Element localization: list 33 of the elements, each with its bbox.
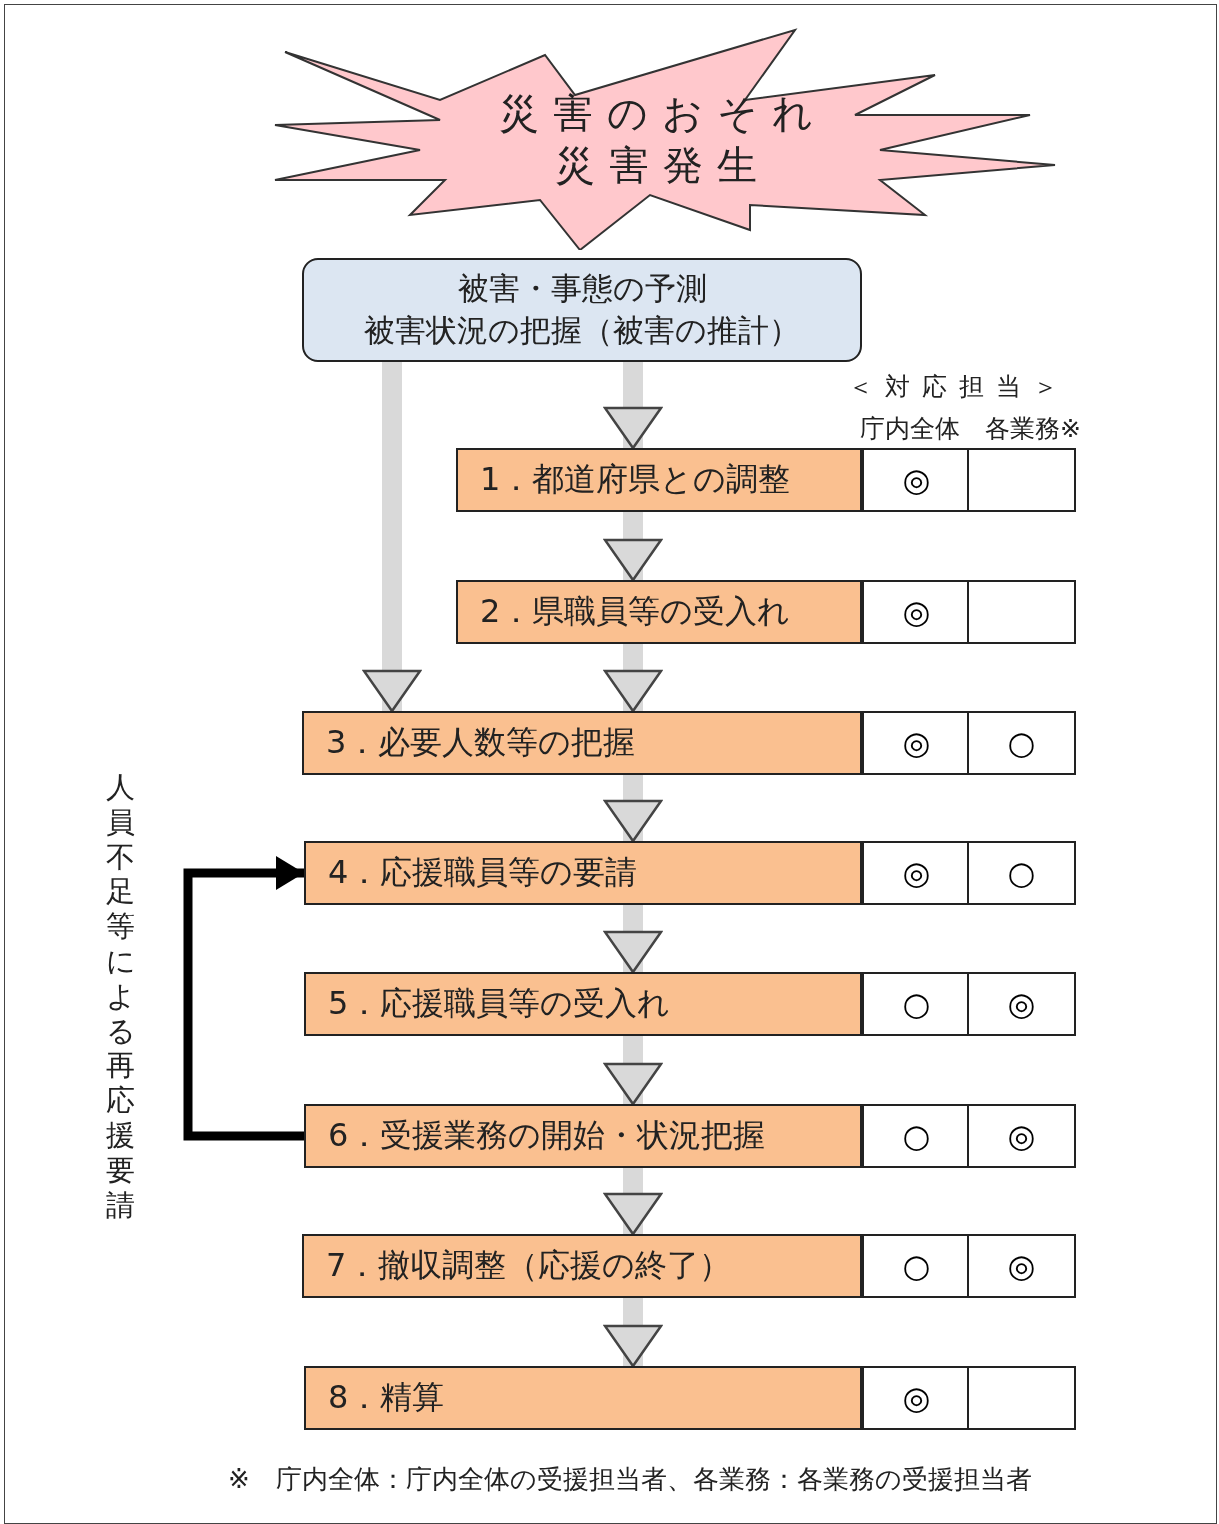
arrow xyxy=(603,644,663,713)
arrow xyxy=(603,362,663,450)
column-header: 各業務※ xyxy=(985,413,1081,445)
arrow xyxy=(603,1298,663,1368)
arrow xyxy=(603,1036,663,1106)
box-text: 被害状況の把握（被害の推計） xyxy=(364,311,800,350)
arrow xyxy=(603,775,663,843)
table-cell: ○ xyxy=(967,711,1076,775)
heading-text: 災害発生 xyxy=(555,141,771,190)
column-header: ＜対応担当＞ xyxy=(848,371,1070,403)
box-text: 被害・事態の予測 xyxy=(457,269,707,308)
table-cell: ◎ xyxy=(967,1104,1076,1168)
edge-label: 人員不足等による再応援要請 xyxy=(106,770,137,1223)
process-box: 8．精算 xyxy=(304,1366,862,1430)
arrow xyxy=(362,362,422,713)
process-box xyxy=(302,258,862,362)
process-box: 7．撤収調整（応援の終了） xyxy=(302,1234,862,1298)
process-box: 6．受援業務の開始・状況把握 xyxy=(304,1104,862,1168)
heading-text: 災害のおそれ xyxy=(499,89,827,138)
arrow xyxy=(603,1168,663,1236)
process-box: 1．都道府県との調整 xyxy=(456,448,862,512)
table-cell: ◎ xyxy=(967,1234,1076,1298)
arrow xyxy=(603,512,663,582)
process-box: 3．必要人数等の把握 xyxy=(302,711,862,775)
arrow xyxy=(183,856,304,1141)
footnote: ※ 庁内全体：庁内全体の受援担当者、各業務：各業務の受援担当者 xyxy=(228,1463,1032,1496)
column-header: 庁内全体 xyxy=(860,413,960,445)
table-cell: ○ xyxy=(967,841,1076,905)
process-box: 2．県職員等の受入れ xyxy=(456,580,862,644)
process-box: 4．応援職員等の要請 xyxy=(304,841,862,905)
process-box: 5．応援職員等の受入れ xyxy=(304,972,862,1036)
arrow xyxy=(603,905,663,974)
table-cell: ◎ xyxy=(967,972,1076,1036)
